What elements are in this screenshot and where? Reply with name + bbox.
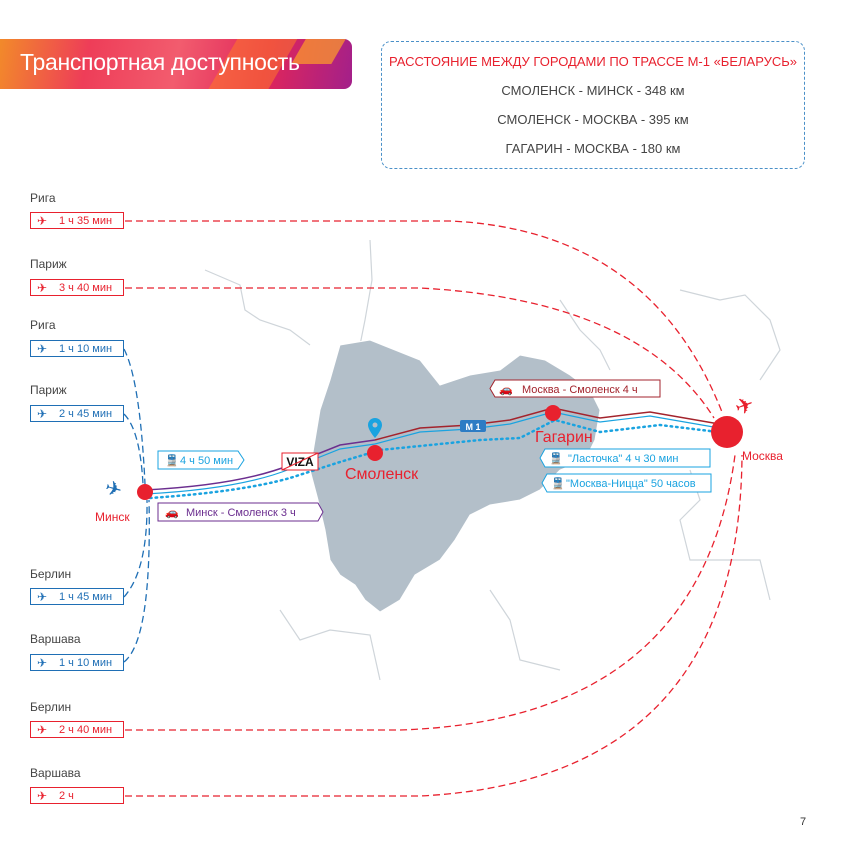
train-lastochka-tag: 🚆 "Ласточка" 4 ч 30 мин: [539, 448, 711, 468]
railway: [148, 418, 720, 500]
minsk-airplane-icon: ✈: [102, 475, 124, 503]
road-outline: [374, 411, 726, 445]
flight-time-box: ✈ 3 ч 40 мин: [30, 279, 124, 296]
flight-city: Рига: [30, 191, 56, 205]
flight-city: Париж: [30, 257, 67, 271]
moscow-label: Москва: [742, 449, 783, 463]
flight-city: Париж: [30, 383, 67, 397]
flight-time: 3 ч 40 мин: [59, 281, 113, 294]
flight-time: 2 ч 40 мин: [59, 723, 113, 736]
flight-time-box: ✈ 2 ч 45 мин: [30, 405, 124, 422]
train-minsk-label: 4 ч 50 мин: [180, 455, 233, 467]
flight-time: 2 ч: [59, 789, 74, 802]
minsk-label: Минск: [95, 510, 130, 524]
car-moscow-tag: 🚗 Москва - Смоленск 4 ч: [489, 379, 661, 398]
flight-time: 1 ч 10 мин: [59, 656, 113, 669]
page-number: 7: [800, 816, 807, 828]
flight-time: 2 ч 45 мин: [59, 407, 113, 420]
train-icon: 🚆: [165, 454, 179, 467]
airplane-icon: ✈: [36, 655, 48, 670]
gagarin-marker[interactable]: [545, 405, 561, 421]
smolensk-region: [309, 339, 601, 613]
smolensk-label: Смоленск: [345, 466, 419, 483]
distance-panel: РАССТОЯНИЕ МЕЖДУ ГОРОДАМИ ПО ТРАССЕ М-1 …: [381, 41, 805, 169]
car-icon: 🚗: [165, 506, 179, 519]
flight-time: 1 ч 35 мин: [59, 214, 113, 227]
visa-free-sign: VIZA: [281, 452, 319, 471]
train-nice-tag: 🚆 "Москва-Ницца" 50 часов: [541, 473, 712, 493]
road-sign: [460, 420, 486, 432]
train-nice-label: "Москва-Ницца" 50 часов: [566, 478, 696, 490]
flight-time: 1 ч 45 мин: [59, 590, 113, 603]
airplane-icon: ✈: [36, 280, 48, 295]
distance-row: ГАГАРИН - МОСКВА - 180 км: [505, 141, 681, 156]
airplane-icon: ✈: [36, 722, 48, 737]
distance-title: РАССТОЯНИЕ МЕЖДУ ГОРОДАМИ ПО ТРАССЕ М-1 …: [388, 54, 797, 69]
airplane-icon: ✈: [36, 406, 48, 421]
distance-row: СМОЛЕНСК - МОСКВА - 395 км: [497, 112, 689, 127]
car-minsk-tag: 🚗 Минск - Смоленск 3 ч: [157, 502, 324, 522]
airplane-icon: ✈: [36, 589, 48, 604]
moscow-flight-routes: [125, 220, 743, 797]
car-minsk-label: Минск - Смоленск 3 ч: [186, 507, 296, 519]
distance-row: СМОЛЕНСК - МИНСК - 348 км: [501, 83, 685, 98]
train-icon: 🚆: [549, 452, 563, 465]
flight-time-box: ✈ 2 ч: [30, 787, 124, 804]
flight-city: Варшава: [30, 766, 81, 780]
flight-city: Берлин: [30, 567, 72, 581]
page-title: Транспортная доступность: [20, 49, 300, 75]
moscow-airplane-icon: ✈: [732, 392, 758, 422]
airplane-icon: ✈: [36, 788, 48, 803]
flight-time-box: ✈ 1 ч 10 мин: [30, 340, 124, 357]
car-icon: 🚗: [499, 383, 513, 396]
neighbor-borders: [204, 239, 781, 681]
train-icon: 🚆: [551, 477, 565, 490]
minsk-flight-routes: [123, 348, 150, 663]
title-banner: Транспортная доступность: [0, 39, 352, 89]
flight-city: Рига: [30, 318, 56, 332]
airplane-icon: ✈: [36, 213, 48, 228]
flight-time: 1 ч 10 мин: [59, 342, 113, 355]
flight-time-box: ✈ 1 ч 35 мин: [30, 212, 124, 229]
car-moscow-label: Москва - Смоленск 4 ч: [522, 384, 638, 396]
minsk-marker[interactable]: [137, 484, 153, 500]
airplane-icon: ✈: [36, 341, 48, 356]
flight-city: Варшава: [30, 632, 81, 646]
road-smolensk-moscow: [374, 407, 726, 441]
smolensk-marker[interactable]: [367, 445, 383, 461]
location-pin-icon: [368, 418, 382, 438]
train-lastochka-label: "Ласточка" 4 ч 30 мин: [568, 453, 678, 465]
train-minsk-tag: 🚆 4 ч 50 мин: [157, 450, 245, 470]
gagarin-label: Гагарин: [535, 429, 593, 446]
moscow-marker[interactable]: [711, 416, 743, 448]
flight-city: Берлин: [30, 700, 72, 714]
flight-time-box: ✈ 1 ч 10 мин: [30, 654, 124, 671]
flight-time-box: ✈ 2 ч 40 мин: [30, 721, 124, 738]
flight-time-box: ✈ 1 ч 45 мин: [30, 588, 124, 605]
road-sign-label: М 1: [465, 422, 480, 432]
